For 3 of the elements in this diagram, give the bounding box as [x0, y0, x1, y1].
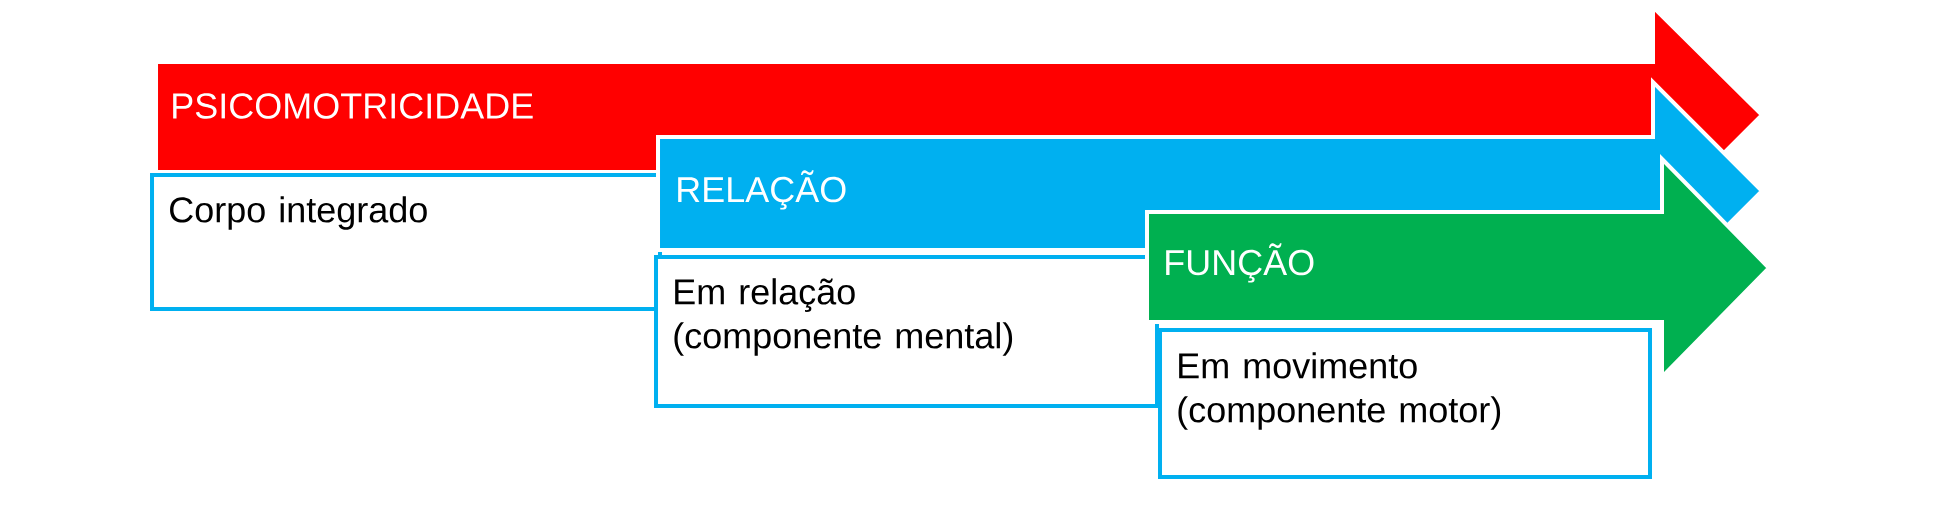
text-box: Em relação (componente mental): [654, 255, 1159, 408]
text-box: Corpo integrado: [150, 173, 662, 311]
text-box: Em movimento (componente motor): [1158, 328, 1652, 479]
